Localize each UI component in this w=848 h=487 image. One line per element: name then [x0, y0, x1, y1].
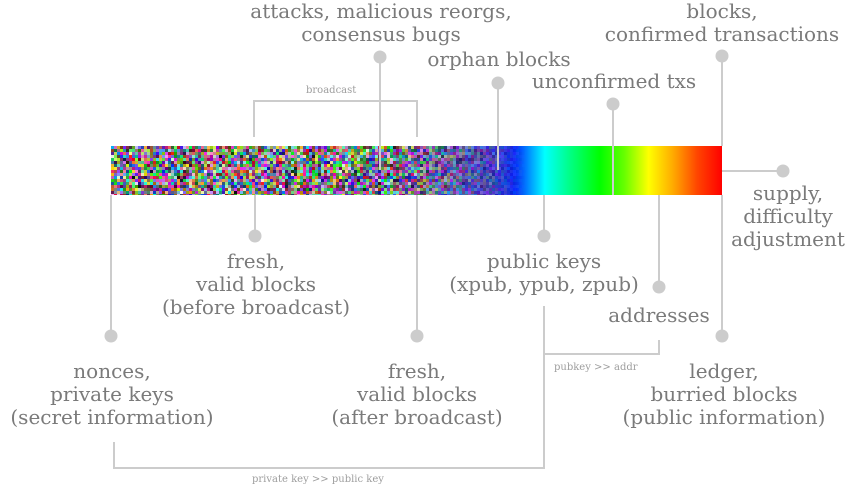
fresh-before-label: fresh, valid blocks (before broadcast) [162, 249, 350, 319]
blocks-confirmed-label: blocks, confirmed transactions [604, 0, 840, 46]
supply-label: supply, difficulty adjustment [731, 181, 845, 251]
ledger-dot [715, 329, 729, 343]
addresses-dot [652, 280, 666, 294]
public-keys-dot [537, 229, 551, 243]
orphan-blocks-dot [491, 76, 505, 90]
supply-dot [776, 164, 790, 178]
nonces-label: nonces, private keys (secret information… [10, 359, 214, 429]
fresh-after-label: fresh, valid blocks (after broadcast) [331, 359, 503, 429]
attacks-label: attacks, malicious reorgs, consensus bug… [250, 0, 512, 46]
fresh-after-dot [410, 329, 424, 343]
addresses-label: addresses [608, 303, 710, 327]
fresh-before-dot [248, 229, 262, 243]
connector-lines [110, 57, 782, 469]
blocks-confirmed-dot [715, 49, 729, 63]
public-keys-label: public keys (xpub, ypub, zpub) [449, 249, 639, 296]
privkey-pubkey-bracket [113, 354, 545, 469]
privkey-pubkey-label: private key >> public key [252, 474, 384, 485]
attacks-dot [373, 50, 387, 64]
pubkey-addr-bracket [543, 306, 660, 355]
unconfirmed-txs-dot [606, 97, 620, 111]
orphan-blocks-label: orphan blocks [427, 47, 571, 71]
ledger-label: ledger, burried blocks (public informati… [622, 359, 826, 429]
unconfirmed-txs-label: unconfirmed txs [531, 69, 697, 93]
noise-overlay [111, 146, 531, 195]
nonces-dot [104, 329, 118, 343]
spectrum-bar [111, 146, 722, 195]
pubkey-addr-label: pubkey >> addr [554, 362, 638, 373]
broadcast-label: broadcast [306, 85, 357, 96]
endpoint-dots [104, 49, 790, 343]
broadcast-bracket [253, 100, 418, 137]
